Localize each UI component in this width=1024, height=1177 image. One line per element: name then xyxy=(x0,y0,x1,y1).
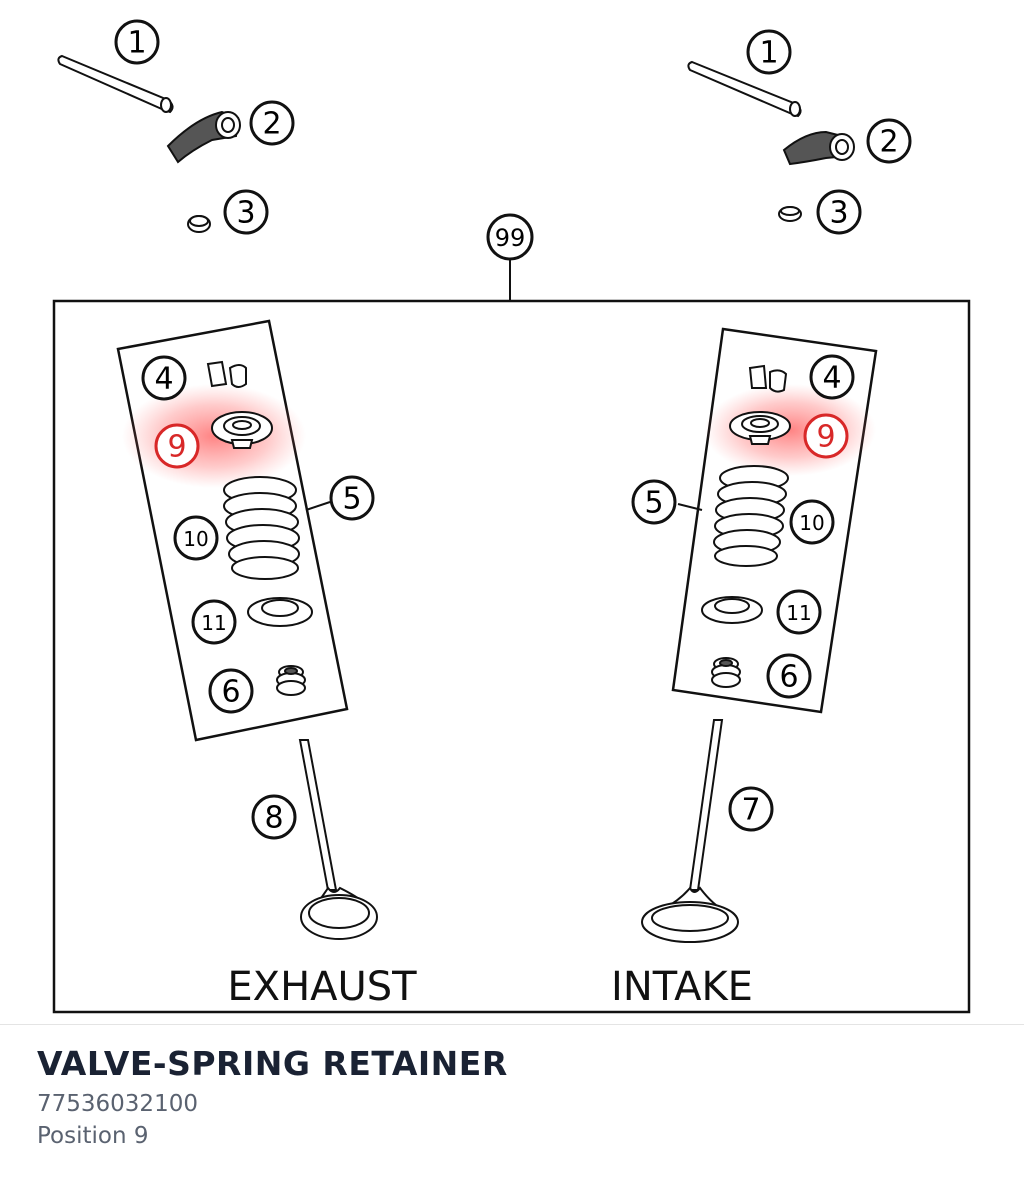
exhaust-valve[interactable] xyxy=(298,739,378,940)
callout-99[interactable]: 99 xyxy=(486,213,534,261)
exhaust-valve-keepers[interactable] xyxy=(206,360,247,388)
callout-10-intake[interactable]: 10 xyxy=(789,499,835,545)
intake-highlight-glow xyxy=(704,384,876,476)
left-rocker-arm[interactable] xyxy=(166,110,241,164)
callout-10-exhaust[interactable]: 10 xyxy=(173,515,219,561)
part-title: VALVE-SPRING RETAINER xyxy=(37,1044,508,1083)
intake-valve-stem-seal[interactable] xyxy=(711,657,741,688)
svg-text:1: 1 xyxy=(759,36,778,71)
right-valve-cap[interactable] xyxy=(778,206,802,222)
callout-1-left[interactable]: 1 xyxy=(114,19,160,65)
svg-text:99: 99 xyxy=(495,224,526,252)
exhaust-valve-stem-seal[interactable] xyxy=(276,665,306,696)
svg-text:9: 9 xyxy=(167,430,186,465)
part-position: Position 9 xyxy=(37,1123,149,1149)
callout-4-intake[interactable]: 4 xyxy=(809,354,855,400)
svg-text:11: 11 xyxy=(201,611,226,635)
callout-5-intake[interactable]: 5 xyxy=(631,479,677,525)
exploded-parts-diagram: 1 2 3 1 2 3 xyxy=(52,19,971,1014)
part-number: 77536032100 xyxy=(37,1091,198,1117)
footer-divider xyxy=(0,1024,1024,1025)
part-info-panel: VALVE-SPRING RETAINER 77536032100 Positi… xyxy=(37,1040,997,1152)
svg-text:2: 2 xyxy=(879,125,898,160)
exhaust-valve-spring-retainer[interactable] xyxy=(211,411,273,449)
svg-text:7: 7 xyxy=(741,793,760,828)
svg-text:4: 4 xyxy=(822,361,841,396)
svg-text:5: 5 xyxy=(644,486,663,521)
intake-valve-spring-retainer[interactable] xyxy=(729,411,791,445)
intake-spring-seat[interactable] xyxy=(701,596,763,624)
intake-valve-spring[interactable] xyxy=(713,465,789,567)
svg-text:4: 4 xyxy=(154,362,173,397)
callout-5-exhaust[interactable]: 5 xyxy=(329,475,375,521)
svg-text:9: 9 xyxy=(816,420,835,455)
left-rocker-shaft[interactable] xyxy=(57,54,174,114)
exhaust-label: EXHAUST xyxy=(227,964,417,1010)
callout-3-left[interactable]: 3 xyxy=(223,189,269,235)
svg-text:3: 3 xyxy=(829,196,848,231)
callout-9-exhaust[interactable]: 9 xyxy=(154,423,200,469)
callout-2-left[interactable]: 2 xyxy=(249,100,295,146)
callout-11-intake[interactable]: 11 xyxy=(776,589,822,635)
callout-4-exhaust[interactable]: 4 xyxy=(141,355,187,401)
callout-6-intake[interactable]: 6 xyxy=(766,653,812,699)
callout-6-exhaust[interactable]: 6 xyxy=(208,668,254,714)
right-rocker-arm[interactable] xyxy=(782,130,855,166)
callout-8[interactable]: 8 xyxy=(251,794,297,840)
intake-kit-frame xyxy=(671,327,878,714)
svg-text:11: 11 xyxy=(786,601,811,625)
svg-text:3: 3 xyxy=(236,196,255,231)
exhaust-spring-seat[interactable] xyxy=(247,597,313,627)
callout-11-exhaust[interactable]: 11 xyxy=(191,599,237,645)
intake-valve[interactable] xyxy=(641,719,739,943)
intake-label: INTAKE xyxy=(611,964,753,1010)
callout-3-right[interactable]: 3 xyxy=(816,189,862,235)
svg-text:6: 6 xyxy=(221,675,240,710)
svg-text:10: 10 xyxy=(183,527,208,551)
svg-text:2: 2 xyxy=(262,107,281,142)
callout-9-intake[interactable]: 9 xyxy=(803,413,849,459)
svg-text:5: 5 xyxy=(342,482,361,517)
svg-text:8: 8 xyxy=(264,801,283,836)
exhaust-kit-frame xyxy=(116,319,349,742)
exhaust-highlight-glow xyxy=(122,384,306,488)
assembly-frame xyxy=(52,299,971,1014)
callout-7[interactable]: 7 xyxy=(728,786,774,832)
callout-1-right[interactable]: 1 xyxy=(746,29,792,75)
svg-text:10: 10 xyxy=(799,511,824,535)
callout-2-right[interactable]: 2 xyxy=(866,118,912,164)
left-valve-cap[interactable] xyxy=(187,215,211,233)
exhaust-valve-spring[interactable] xyxy=(223,476,300,580)
intake-valve-keepers[interactable] xyxy=(748,364,788,393)
svg-text:1: 1 xyxy=(127,26,146,61)
svg-text:6: 6 xyxy=(779,660,798,695)
right-rocker-shaft[interactable] xyxy=(687,60,802,118)
